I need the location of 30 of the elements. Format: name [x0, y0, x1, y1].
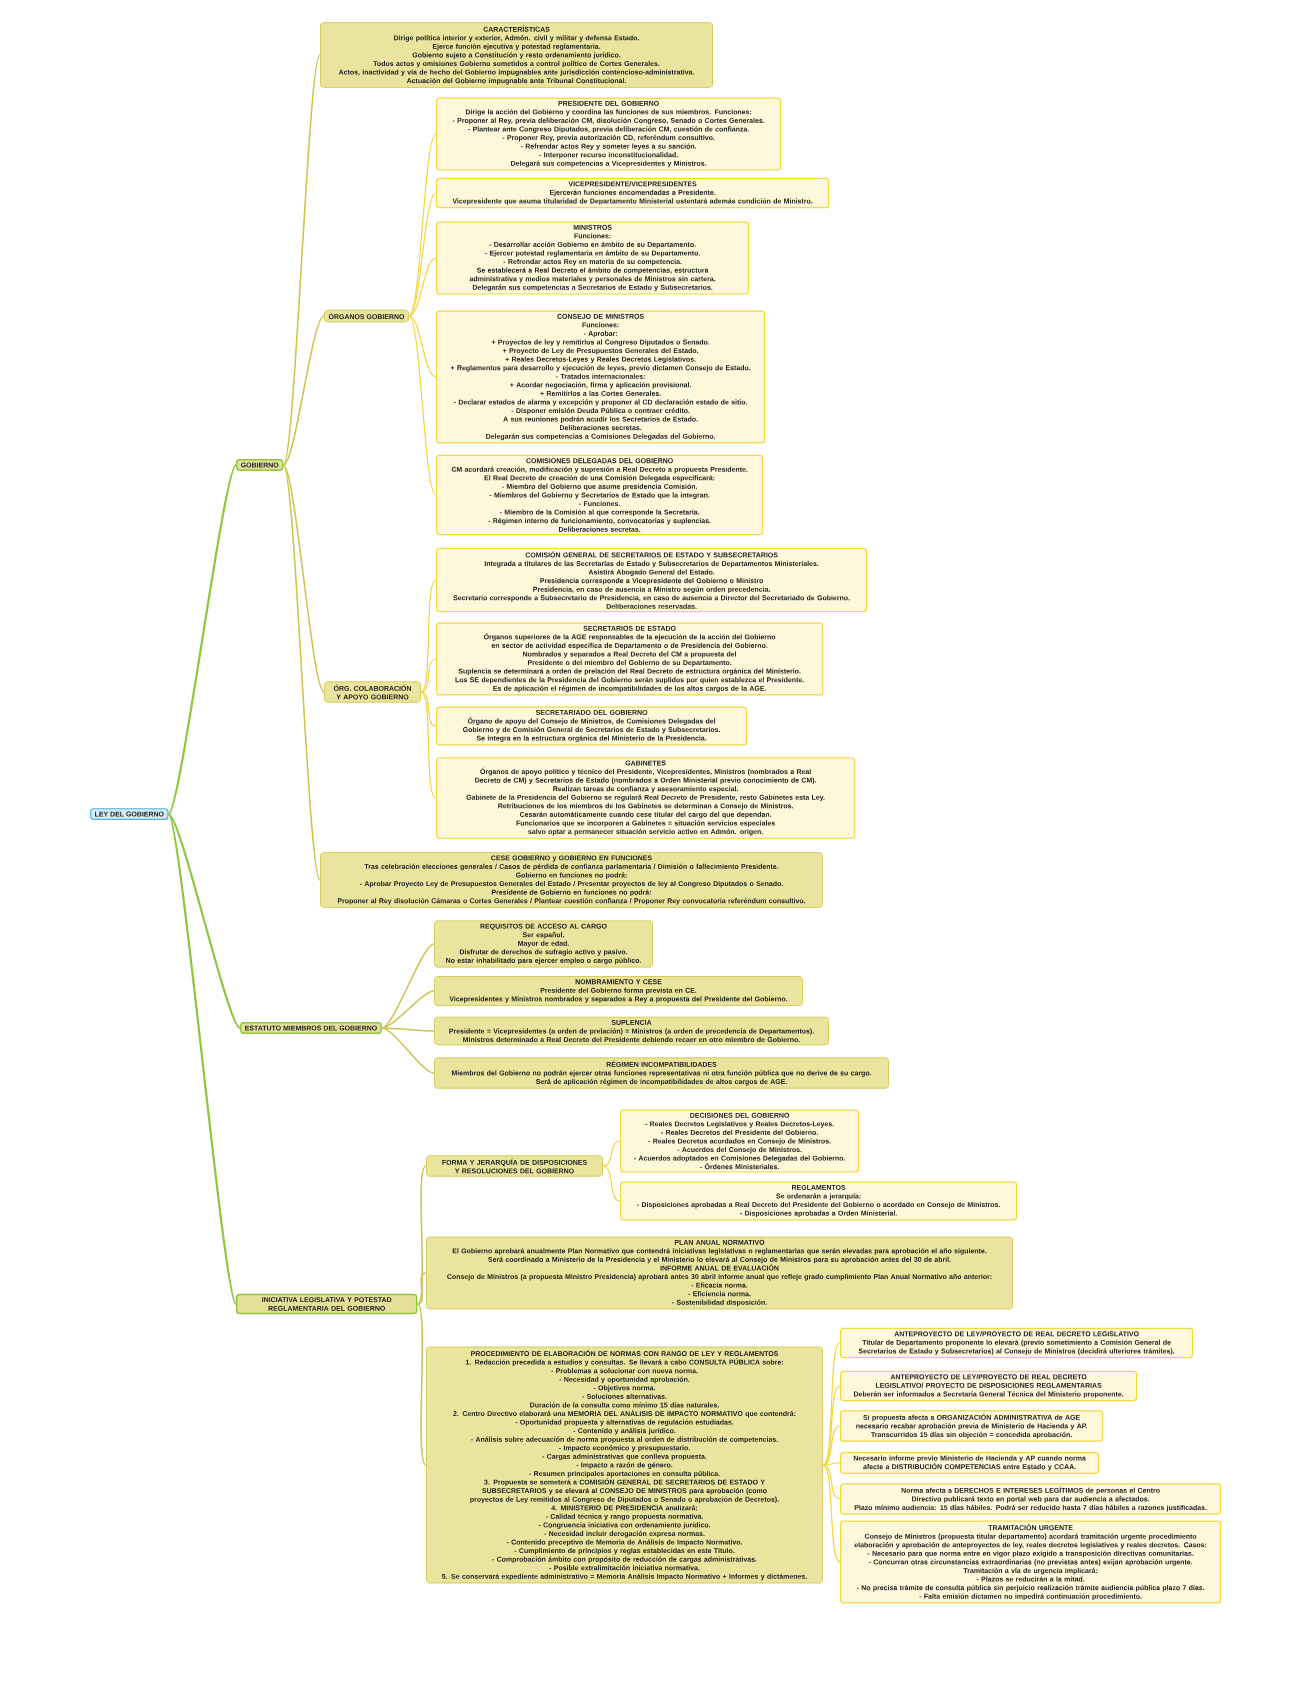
branch-line [282, 315, 325, 466]
branch-line [822, 1462, 841, 1466]
branch-line [416, 1303, 427, 1466]
branch-line [822, 1342, 841, 1466]
branch-line [381, 990, 435, 1029]
branch-line [420, 658, 437, 693]
branch-line [408, 315, 437, 496]
branch-line [282, 464, 321, 881]
branch-line [381, 943, 435, 1029]
branch-line [282, 464, 325, 693]
branch-line [416, 1165, 427, 1305]
branch-line [167, 464, 237, 815]
branch-line [408, 192, 437, 317]
branch-line [822, 1425, 841, 1466]
branch-line [822, 1385, 841, 1466]
branch-line [408, 257, 437, 317]
branch-line [420, 691, 437, 799]
branch-line [420, 579, 437, 693]
branch-line [420, 691, 437, 727]
branch-line [602, 1165, 621, 1202]
branch-line [822, 1464, 841, 1500]
branch-line [381, 1027, 435, 1074]
branch-line [408, 315, 437, 378]
branch-line [416, 1272, 427, 1305]
branch-line [408, 133, 437, 317]
branch-line [167, 813, 241, 1029]
branch-line [381, 1027, 435, 1032]
branch-line [602, 1140, 621, 1167]
branch-line [167, 813, 238, 1305]
branch-line [282, 54, 321, 466]
